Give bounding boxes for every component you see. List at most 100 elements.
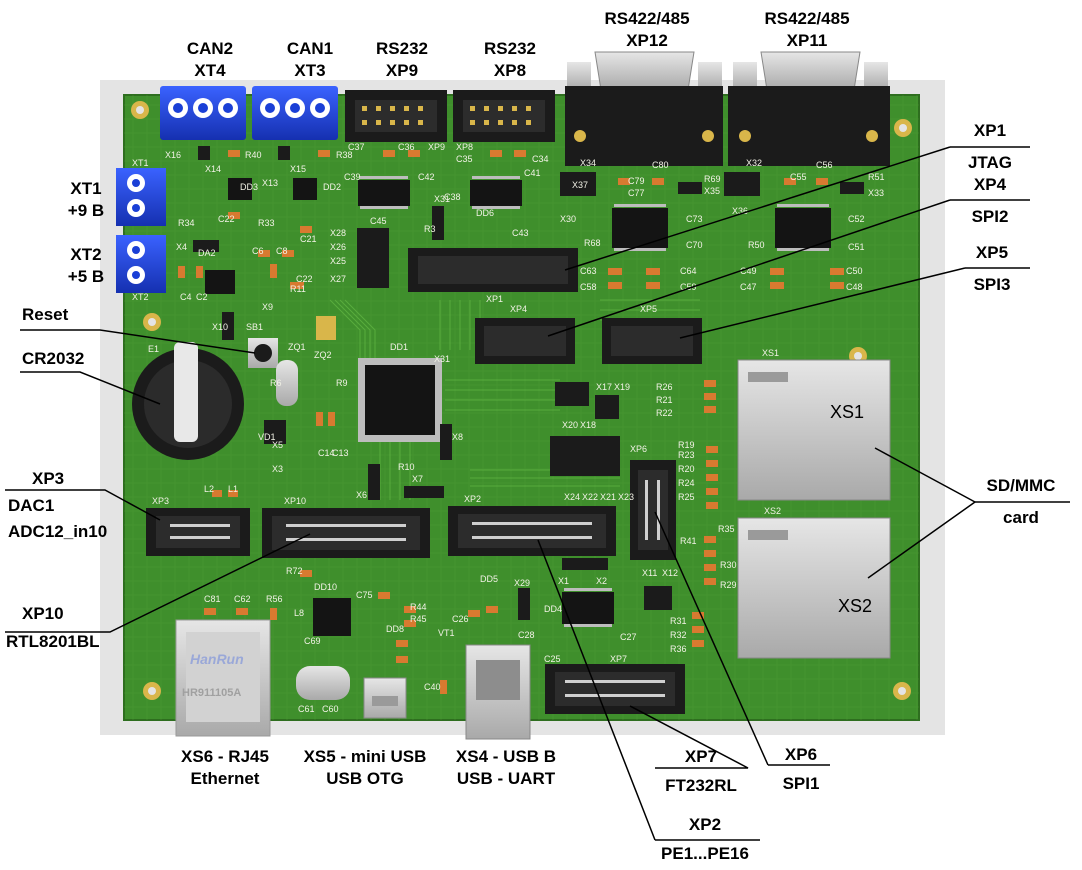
small-ics bbox=[205, 178, 831, 636]
silk-x37: X37 bbox=[572, 180, 588, 190]
silk-l8: L8 bbox=[294, 608, 304, 618]
silk-c35: C35 bbox=[456, 154, 473, 164]
rs422-xp11-label-line2: XP11 bbox=[786, 31, 828, 50]
xp4-header bbox=[475, 318, 575, 364]
rs232-xp8-label-line1: RS232 bbox=[484, 39, 536, 58]
silk-c77: C77 bbox=[628, 188, 645, 198]
silk-c27: C27 bbox=[620, 632, 637, 642]
silk-x20: X20 bbox=[562, 420, 578, 430]
sd-mmc-label-line2: card bbox=[1003, 508, 1039, 527]
xp2-label: XP2 PE1...PE16 bbox=[650, 816, 760, 862]
xt1-label: XT1 +9 B bbox=[60, 180, 112, 219]
silk-x12: X12 bbox=[662, 568, 678, 578]
xp3-label-line2: DAC1 bbox=[8, 496, 55, 515]
silk-c60: C60 bbox=[322, 704, 339, 714]
silk-c21: C21 bbox=[300, 234, 317, 244]
silk-xp7: XP7 bbox=[610, 654, 627, 664]
silk-c75: C75 bbox=[356, 590, 373, 600]
can1-label-line2: XT3 bbox=[294, 61, 326, 80]
silk-c36: C36 bbox=[398, 142, 415, 152]
silk-x32: X32 bbox=[746, 158, 762, 168]
silk-r33: R33 bbox=[258, 218, 275, 228]
silk-r68: R68 bbox=[584, 238, 601, 248]
silk-hanrun: HanRun bbox=[190, 651, 244, 667]
silk-r41: R41 bbox=[680, 536, 697, 546]
xp2-label-line1: XP2 bbox=[688, 815, 722, 834]
silk-x1: X1 bbox=[558, 576, 569, 586]
silk-r29: R29 bbox=[720, 580, 737, 590]
can1-label: CAN1 XT3 bbox=[276, 40, 344, 79]
silk-x33: X33 bbox=[868, 188, 884, 198]
silk-xp4: XP4 bbox=[510, 304, 527, 314]
silk-c55: C55 bbox=[790, 172, 807, 182]
xp7-label-line2: FT232RL bbox=[665, 776, 737, 795]
silk-x17: X17 bbox=[596, 382, 612, 392]
silk-r44: R44 bbox=[410, 602, 427, 612]
silk-c58: C58 bbox=[580, 282, 597, 292]
silk-r9: R9 bbox=[336, 378, 348, 388]
silk-c51: C51 bbox=[848, 242, 865, 252]
silk-x3: X3 bbox=[272, 464, 283, 474]
silk-xp5: XP5 bbox=[640, 304, 657, 314]
silk-x9: X9 bbox=[262, 302, 273, 312]
sd-mmc-label-line1: SD/MMC bbox=[986, 476, 1056, 495]
silk-r40: R40 bbox=[245, 150, 262, 160]
xp10-header bbox=[262, 508, 430, 558]
silk-x5: X5 bbox=[272, 440, 283, 450]
can2-terminal bbox=[160, 86, 246, 140]
silk-c70: C70 bbox=[686, 240, 703, 250]
silk-r21: R21 bbox=[656, 395, 673, 405]
silk-xs1t: XS1 bbox=[830, 402, 864, 422]
xp5-label: XP5 SPI3 bbox=[952, 244, 1032, 293]
silk-c14: C14 bbox=[318, 448, 335, 458]
silk-c41: C41 bbox=[524, 168, 541, 178]
xt2-terminal bbox=[116, 235, 166, 293]
rj45-jack bbox=[175, 619, 271, 737]
silk-zq2: ZQ2 bbox=[314, 350, 332, 360]
silk-x13: X13 bbox=[262, 178, 278, 188]
silk-c79: C79 bbox=[628, 176, 645, 186]
silk-x31: X31 bbox=[434, 194, 450, 204]
xp12-db9 bbox=[565, 51, 723, 166]
silk-c52: C52 bbox=[848, 214, 865, 224]
xp1-label-line2: JTAG bbox=[967, 153, 1013, 172]
silk-c80: C80 bbox=[652, 160, 669, 170]
silk-r56: R56 bbox=[266, 594, 283, 604]
silk-xt1: XT1 bbox=[132, 158, 149, 168]
silk-x4: X4 bbox=[176, 242, 187, 252]
xs6-label-line2: Ethernet bbox=[190, 769, 260, 788]
silk-r69: R69 bbox=[704, 174, 721, 184]
silk-r72: R72 bbox=[286, 566, 303, 576]
xp8-header bbox=[453, 90, 555, 142]
silk-xp10: XP10 bbox=[284, 496, 306, 506]
xp7-header bbox=[545, 664, 685, 714]
xp5-header bbox=[602, 318, 702, 364]
rs422-xp11-label: RS422/485 XP11 bbox=[752, 10, 862, 49]
silk-c39: C39 bbox=[344, 172, 361, 182]
silk-xs2: XS2 bbox=[764, 506, 781, 516]
silk-c22: C22 bbox=[218, 214, 235, 224]
silk-x34: X34 bbox=[580, 158, 596, 168]
silk-c26: C26 bbox=[452, 614, 469, 624]
silk-r26: R26 bbox=[656, 382, 673, 392]
xp3-label-line3: ADC12_in10 bbox=[8, 522, 108, 541]
xs2-sd-slot bbox=[737, 517, 891, 659]
silk-x16: X16 bbox=[165, 150, 181, 160]
silk-r38: R38 bbox=[336, 150, 353, 160]
xp6-label: XP6 SPI1 bbox=[770, 746, 832, 792]
xp4-label: XP4 SPI2 bbox=[950, 176, 1030, 225]
xp1-label: XP1 JTAG bbox=[950, 122, 1030, 171]
usb-b bbox=[465, 644, 531, 740]
silk-c4: C4 bbox=[180, 292, 192, 302]
silk-x22: X22 bbox=[582, 492, 598, 502]
silk-c28: C28 bbox=[518, 630, 535, 640]
xp5-label-line1: XP5 bbox=[975, 243, 1009, 262]
xp1-header bbox=[408, 248, 578, 292]
silk-r25: R25 bbox=[678, 492, 695, 502]
xs5-label-line2: USB OTG bbox=[326, 769, 404, 788]
xp10-label: XP10 RTL8201BL bbox=[6, 605, 100, 650]
silk-x14: X14 bbox=[205, 164, 221, 174]
silk-x27: X27 bbox=[330, 274, 346, 284]
silk-c25: C25 bbox=[544, 654, 561, 664]
